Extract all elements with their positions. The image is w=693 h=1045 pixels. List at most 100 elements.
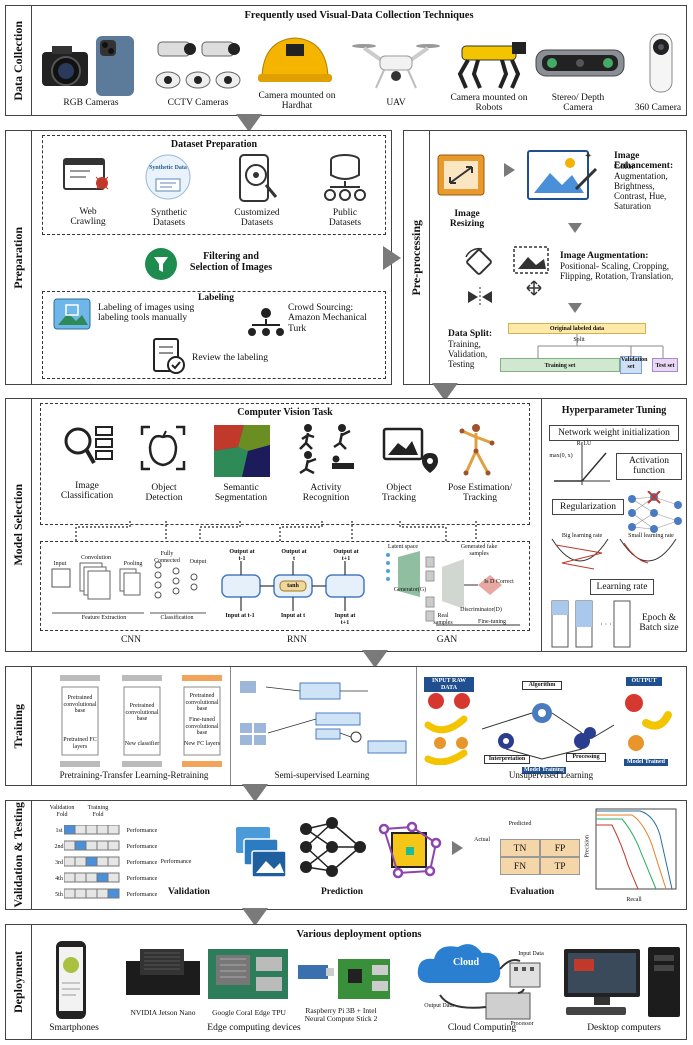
task-semantic-segmentation: Semantic Segmentation xyxy=(214,483,268,504)
labeling-manual-text: Labeling of images using labeling tools … xyxy=(98,303,195,324)
kfold-grid xyxy=(64,825,120,899)
conf-actual-label: Actual xyxy=(474,837,490,843)
architectures-box xyxy=(40,541,530,631)
validation-fold-cell xyxy=(107,888,120,899)
preprocessing-section: Pre-processing Image Resizing ✦ Image En… xyxy=(403,130,687,385)
unsup-output: OUTPUT xyxy=(626,677,662,686)
crowd-sourcing-text: Crowd Sourcing: Amazon Mechanical Turk xyxy=(288,303,367,334)
hyper-regularization: Regularization xyxy=(552,499,624,516)
validation-item-prediction: Prediction xyxy=(320,887,364,897)
collection-item-hardhat: Camera mounted on Hardhat xyxy=(258,91,336,112)
relu-label: ReLU xyxy=(576,441,592,447)
semi-supervised-divider xyxy=(230,667,231,785)
split-test-box: Test set xyxy=(652,358,678,372)
deploy-item-smartphones: Smartphones xyxy=(49,1023,99,1033)
deploy-item-desktop: Desktop computers xyxy=(587,1023,661,1033)
gan-diagram xyxy=(386,551,520,626)
unsup-model-trained: Model Trained xyxy=(624,759,668,766)
pr-curve-chart xyxy=(595,808,677,890)
model-selection-label: Model Selection xyxy=(6,399,32,651)
pt-box-2: Pretrained convolutional base xyxy=(125,703,159,723)
smartphone-icon xyxy=(56,941,86,1019)
training-fold-cell xyxy=(107,840,120,851)
pt-box-4: Pretrained convolutional base xyxy=(185,693,219,713)
uav-drone-icon xyxy=(352,44,440,89)
cloud-output-data: Output Data xyxy=(424,1003,454,1009)
enhancement-body: Color Augmentation, Brightness, Contrast… xyxy=(614,161,668,211)
prediction-network-icon xyxy=(300,817,366,877)
split-train-box: Training set xyxy=(500,358,620,372)
model-selection-section: Model Selection Computer Vision Task Ima… xyxy=(5,398,687,652)
filtering-text: Filtering and Selection of Images xyxy=(189,251,273,273)
deployment-section: Deployment Various deployment options Sm… xyxy=(5,924,687,1040)
validation-section: Validation & Testing Validation Fold Tra… xyxy=(5,800,687,910)
jetson-nano-icon xyxy=(126,949,200,995)
cnn-fc-label: Fully Connected xyxy=(154,551,180,564)
dataset-preparation-title: Dataset Preparation xyxy=(170,139,258,150)
semi-supervised-diagram xyxy=(240,681,407,754)
review-text: Review the labeling xyxy=(192,353,268,363)
fold-3: 3rd xyxy=(55,860,63,866)
training-fold-cell xyxy=(107,856,120,867)
gan-latent: Latent space xyxy=(387,544,419,550)
relu-axis: max(0, x) xyxy=(549,453,573,459)
pt-box-3: New classifier xyxy=(124,741,160,747)
transfer-learning-diagram xyxy=(60,675,222,767)
preprocessing-label: Pre-processing xyxy=(404,131,430,384)
epoch-batch-bars: · · · xyxy=(551,600,631,648)
cnn-feature-label: Feature Extraction xyxy=(81,615,127,621)
coral-tpu-icon xyxy=(208,949,288,999)
task-model-connectors xyxy=(75,521,477,541)
hardhat-icon xyxy=(258,37,332,82)
rnn-input-prev: Input at t-1 xyxy=(225,613,255,619)
synthetic-icon-text: Synthetic Data xyxy=(149,165,187,171)
gan-generator: Generator(G) xyxy=(393,587,427,593)
cloud-input-data: Input Data xyxy=(518,951,544,957)
gan-label: GAN xyxy=(436,635,458,645)
split-val-box: Validation set xyxy=(620,356,647,374)
hyper-epoch-batch: Epoch & Batch size xyxy=(639,613,679,634)
unsup-interpretation: Interpretation xyxy=(484,755,530,764)
activity-recognition-icon xyxy=(299,424,354,475)
image-enhance-icon: ✦ xyxy=(527,150,598,200)
pt-box-0: Pretrained convolutional base xyxy=(63,695,97,715)
validation-fold-cell xyxy=(74,840,87,851)
validation-item-validation: Validation xyxy=(168,887,210,897)
training-fold-cell xyxy=(74,888,87,899)
unsup-input: INPUT RAW DATA xyxy=(424,677,474,693)
fold-header-training: Training Fold xyxy=(87,805,109,818)
training-label: Training xyxy=(6,667,32,785)
arrow-validation-to-deployment xyxy=(242,908,268,926)
collection-item-360: 360 Camera xyxy=(634,103,682,113)
training-fold-cell xyxy=(74,872,87,883)
unsup-algorithm: Algorithm xyxy=(522,681,562,690)
data-collection-section: Data Collection Frequently used Visual-D… xyxy=(5,5,687,116)
training-fold-cell xyxy=(96,856,109,867)
cnn-conv-label: Convolution xyxy=(80,555,111,561)
training-item-transfer: Pretraining-Transfer Learning-Retraining xyxy=(59,770,209,780)
image-rotate-icon xyxy=(465,247,492,307)
fold-perf-3: Performance xyxy=(126,860,158,866)
svg-text:✦: ✦ xyxy=(584,151,592,162)
validation-item-evaluation: Evaluation xyxy=(509,887,555,897)
web-crawling-icon xyxy=(63,158,109,190)
hyper-weight-init: Network weight initialization xyxy=(549,425,679,442)
pt-box-5: Fine-tuned convolutional base xyxy=(185,717,219,737)
validation-fold-cell xyxy=(96,872,109,883)
pr-ylabel: Precision xyxy=(584,835,591,858)
conf-cell-tn: TN xyxy=(500,839,540,857)
task-pose-estimation: Pose Estimation/ Tracking xyxy=(447,483,513,504)
arrow-collection-to-preparation xyxy=(236,114,262,132)
training-section: Training Pretrained convolutional base P… xyxy=(5,666,687,786)
prediction-graph-icon xyxy=(378,821,442,879)
unsupervised-flow xyxy=(482,703,614,760)
fold-header-validation: Validation Fold xyxy=(49,805,75,818)
lr-big: Big learning rate xyxy=(561,533,603,539)
cv-task-title: Computer Vision Task xyxy=(237,407,333,418)
hyper-learning-rate: Learning rate xyxy=(590,579,654,596)
enhancement-title: Image Enhancement: xyxy=(614,151,674,172)
edge-jetson: NVIDIA Jetson Nano xyxy=(130,1008,196,1017)
collection-item-cctv: CCTV Cameras xyxy=(167,98,229,108)
training-fold-cell xyxy=(107,825,120,835)
task-image-classification: Image Classification xyxy=(60,481,114,502)
